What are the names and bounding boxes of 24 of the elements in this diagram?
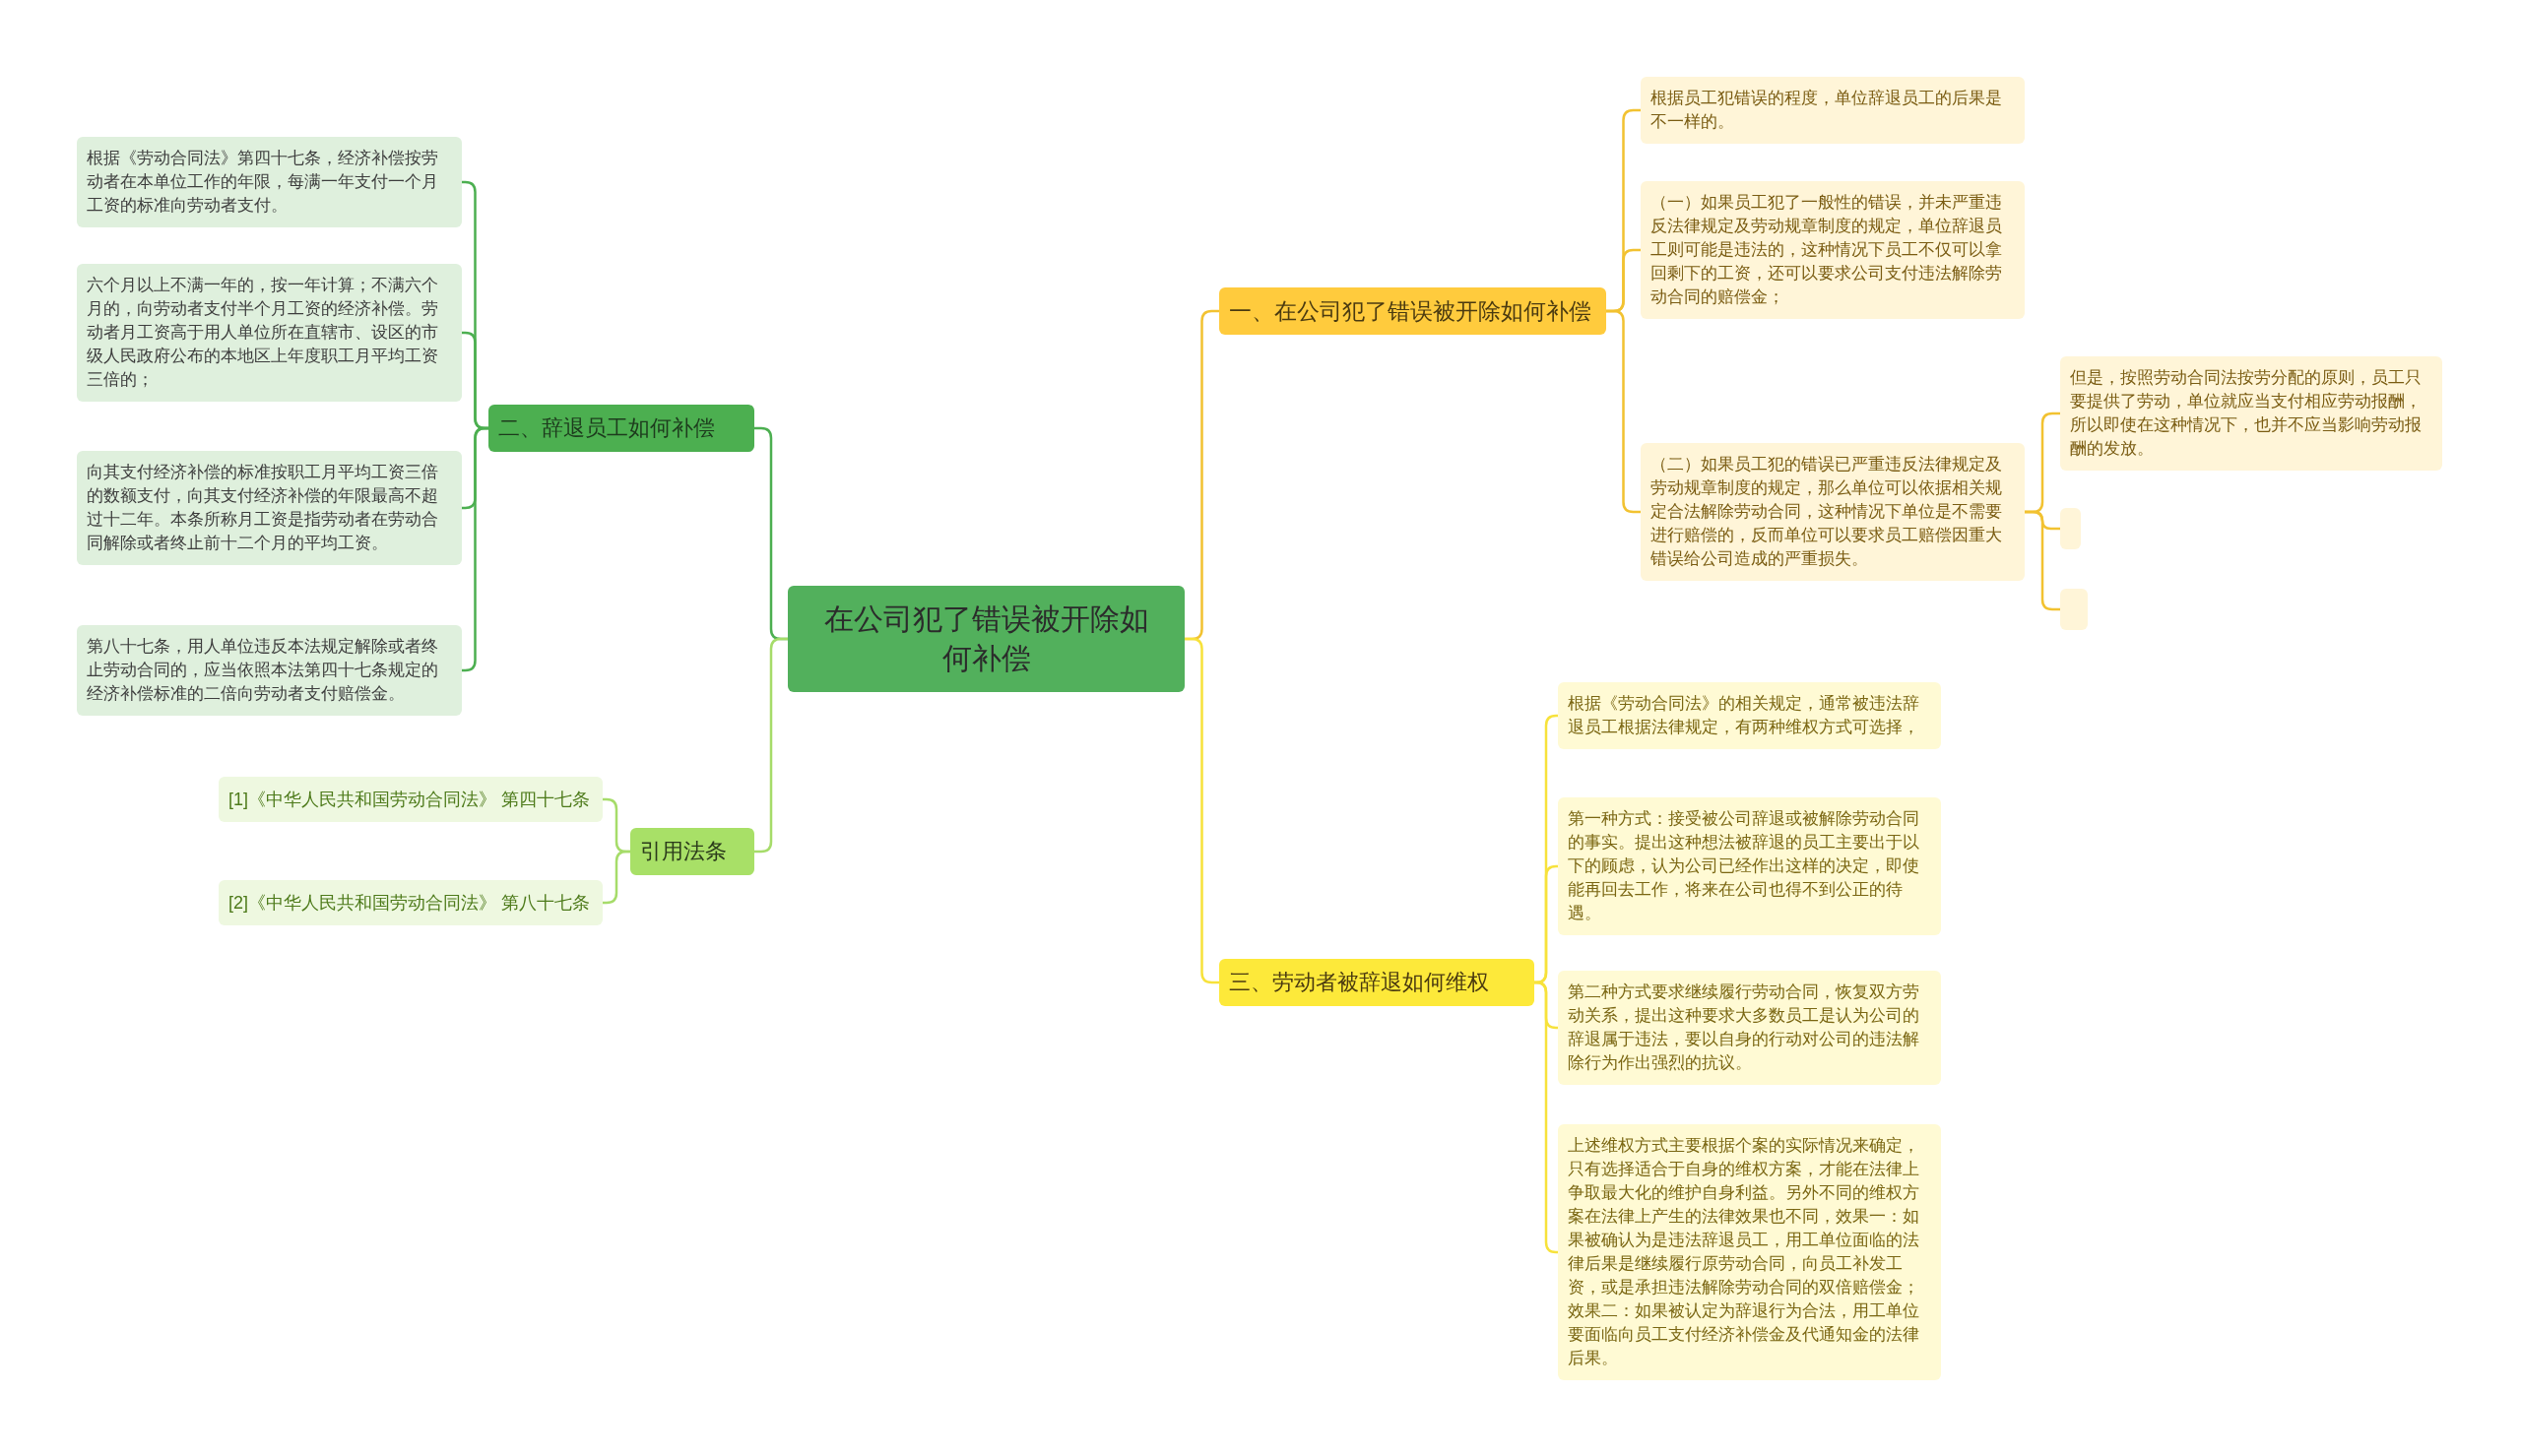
note-card: 上述维权方式主要根据个案的实际情况来确定，只有选择适合于自身的维权方案，才能在法律上争取最大化的维护自身利益。另外不同的维权方案在法律上产生的法律效果也不同，效果一：如果被确认为是违法辞退员工，用工单位面临的法律后果是继续履行原劳动合同，向员工补发工资，或是承担违法解除劳动合同的双倍赔偿金；效果二：如果被认定为辞退行为合法，用工单位要面临向员工支付经济补偿金及代通知金的法律后果。 bbox=[1558, 1124, 1941, 1380]
note-card: 第二种方式要求继续履行劳动合同，恢复双方劳动关系，提出这种要求大多数员工是认为公司的辞退属于违法，要以自身的行动对公司的违法解除行为作出强烈的抗议。 bbox=[1558, 971, 1941, 1085]
connector-line bbox=[603, 850, 630, 905]
note-card: 六个月以上不满一年的，按一年计算；不满六个月的，向劳动者支付半个月工资的经济补偿。劳动者月工资高于用人单位所在直辖市、设区的市级人民政府公布的本地区上年度职工月平均工资三倍的； bbox=[77, 264, 462, 402]
branch-topic: 引用法条 bbox=[630, 828, 754, 875]
note-card: 根据《劳动合同法》的相关规定，通常被违法辞退员工根据法律规定，有两种维权方式可选择， bbox=[1558, 682, 1941, 749]
empty-card bbox=[2060, 589, 2088, 630]
note-card: （二）如果员工犯的错误已严重违反法律规定及劳动规章制度的规定，那么单位可以依据相关规定合法解除劳动合同，这种情况下单位是不需要进行赔偿的，反而单位可以要求员工赔偿因重大错误给公司造成的严重损失。 bbox=[1641, 443, 2025, 581]
reference-card: [2]《中华人民共和国劳动合同法》 第八十七条 bbox=[219, 880, 603, 925]
branch-topic: 一、在公司犯了错误被开除如何补偿 bbox=[1219, 287, 1606, 335]
note-card: 根据员工犯错误的程度，单位辞退员工的后果是不一样的。 bbox=[1641, 77, 2025, 144]
note-card: 第一种方式：接受被公司辞退或被解除劳动合同的事实。提出这种想法被辞退的员工主要出于以下的顾虑，认为公司已经作出这样的决定，即使能再回去工作，将来在公司也得不到公正的待遇。 bbox=[1558, 797, 1941, 935]
central-topic: 在公司犯了错误被开除如何补偿 bbox=[788, 586, 1185, 692]
note-card: 根据《劳动合同法》第四十七条，经济补偿按劳动者在本单位工作的年限，每满一年支付一个月工资的标准向劳动者支付。 bbox=[77, 137, 462, 227]
note-card: 向其支付经济补偿的标准按职工月平均工资三倍的数额支付，向其支付经济补偿的年限最高不超过十二年。本条所称月工资是指劳动者在劳动合同解除或者终止前十二个月的平均工资。 bbox=[77, 451, 462, 565]
note-card: （一）如果员工犯了一般性的错误，并未严重违反法律规定及劳动规章制度的规定，单位辞退员工则可能是违法的，这种情况下员工不仅可以拿回剩下的工资，还可以要求公司支付违法解除劳动合同的赔偿金； bbox=[1641, 181, 2025, 319]
reference-card: [1]《中华人民共和国劳动合同法》 第四十七条 bbox=[219, 777, 603, 822]
branch-topic: 二、辞退员工如何补偿 bbox=[488, 405, 754, 452]
connector-line bbox=[1533, 981, 1559, 1254]
note-card: 但是，按照劳动合同法按劳分配的原则，员工只要提供了劳动，单位就应当支付相应劳动报酬，所以即使在这种情况下，也并不应当影响劳动报酬的发放。 bbox=[2060, 356, 2442, 471]
branch-topic: 三、劳动者被辞退如何维权 bbox=[1219, 959, 1534, 1006]
connector-line bbox=[1185, 637, 1219, 984]
empty-card bbox=[2060, 508, 2081, 549]
note-card: 第八十七条，用人单位违反本法规定解除或者终止劳动合同的，应当依照本法第四十七条规定的经济补偿标准的二倍向劳动者支付赔偿金。 bbox=[77, 625, 462, 716]
